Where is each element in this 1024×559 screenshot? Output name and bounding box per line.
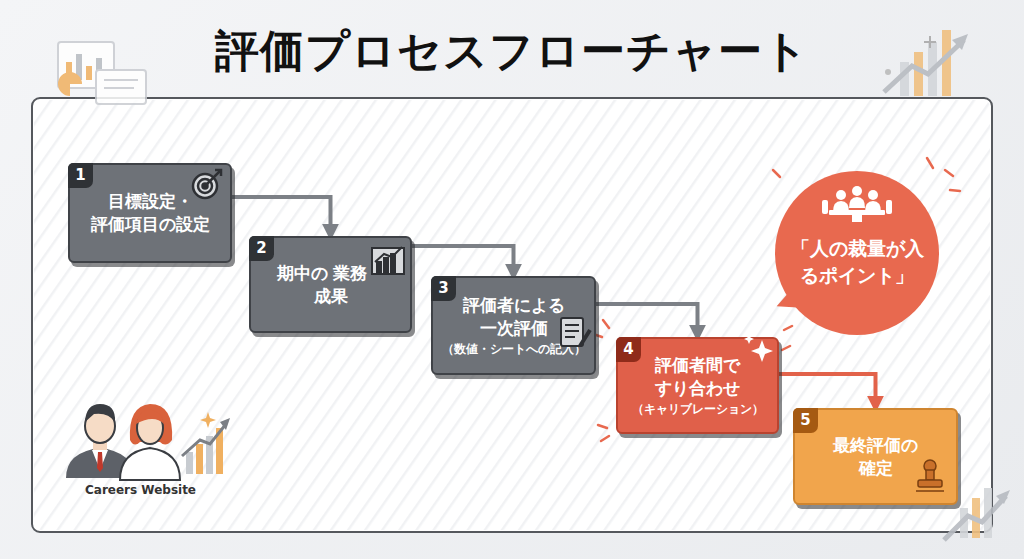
top-left-decoration	[58, 42, 146, 104]
step-title: 評価者間で すり合わせ	[643, 354, 753, 400]
emphasis-strokes	[593, 158, 960, 441]
box-content: 期中の 業務・成果	[251, 238, 410, 331]
step-number: 5	[793, 408, 818, 433]
callout-text: 「人の裁量が入 るポイント」	[787, 235, 927, 288]
site-label: Careers Website	[85, 483, 196, 497]
flow-arrow	[779, 374, 876, 406]
flow-arrow	[596, 304, 698, 335]
step-number: 3	[431, 276, 456, 301]
box-content: 目標設定・ 評価項目の設定	[70, 165, 230, 261]
step-title: 最終評価の 確定	[821, 434, 931, 480]
flow-arrow	[412, 246, 514, 274]
box-content: 評価者による 一次評価 （数値・シートへの記入）	[433, 278, 594, 373]
step-title: 目標設定・ 評価項目の設定	[75, 190, 225, 236]
process-box: 評価者による 一次評価 （数値・シートへの記入） 3	[431, 276, 596, 375]
frame-texture	[34, 100, 990, 530]
main-frame	[32, 98, 992, 532]
step-title: 評価者による 一次評価	[454, 294, 574, 340]
box-content: 最終評価の 確定	[795, 410, 956, 503]
step-note: （数値・シートへの記入）	[442, 342, 586, 357]
flow-arrow	[232, 197, 331, 234]
step-note: （キャリブレーション）	[632, 402, 764, 417]
step-number: 2	[249, 236, 274, 261]
process-box: 目標設定・ 評価項目の設定1	[68, 163, 232, 263]
people-illustration	[66, 404, 230, 480]
step-number: 4	[616, 337, 641, 362]
process-box: 評価者間で すり合わせ （キャリブレーション） 4	[616, 337, 779, 434]
bubble-content: 「人の裁量が入 るポイント」	[775, 171, 939, 335]
top-right-decoration	[884, 30, 968, 96]
step-title: 期中の 業務・成果	[276, 262, 386, 308]
callout-bubble: 「人の裁量が入 るポイント」	[775, 171, 939, 335]
process-box: 最終評価の 確定5	[793, 408, 958, 505]
step-number: 1	[68, 163, 93, 188]
process-box: 期中の 業務・成果2	[249, 236, 412, 333]
box-content: 評価者間で すり合わせ （キャリブレーション）	[618, 339, 777, 432]
title: 評価プロセスフローチャート	[0, 22, 1024, 81]
